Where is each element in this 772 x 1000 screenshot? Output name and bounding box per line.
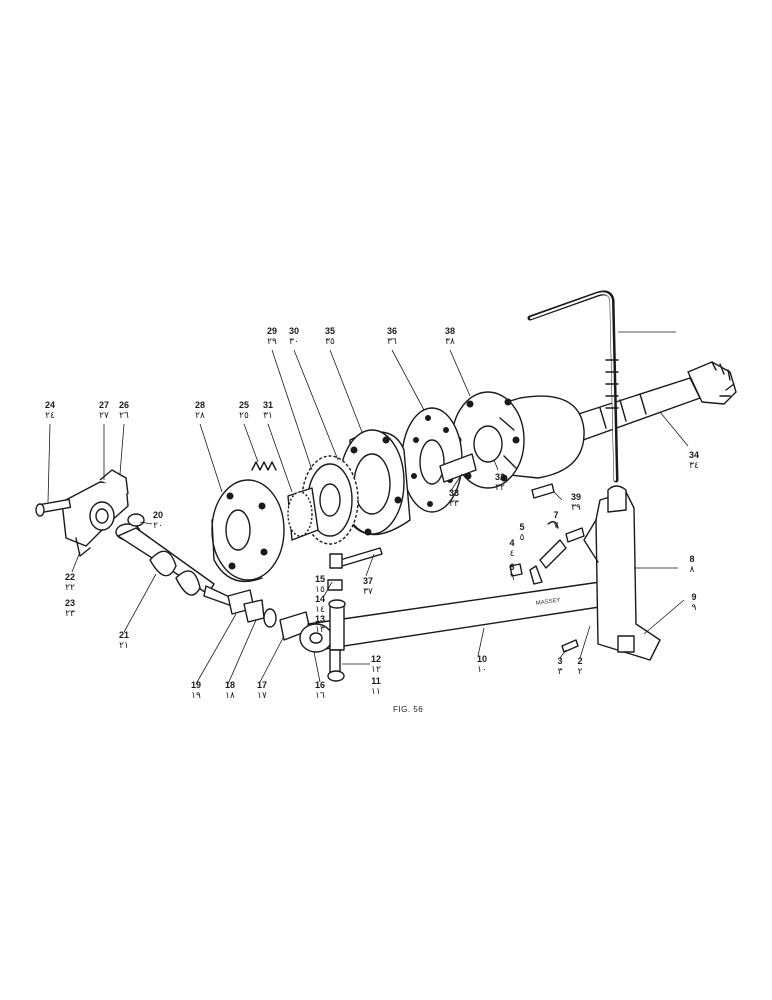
- callout-arabic-2: ٢: [578, 667, 583, 677]
- callout-number-25: 25: [239, 400, 249, 410]
- callout-number-11: 11: [371, 676, 381, 686]
- callout-number-24: 24: [45, 400, 55, 410]
- part-bracket-26-27: [35, 469, 129, 557]
- callout-number-13: 13: [315, 614, 325, 624]
- callout-number-12: 12: [371, 654, 381, 664]
- callout-number-17: 17: [257, 680, 267, 690]
- callout-number-20: 20: [153, 510, 163, 520]
- callout-number-29: 29: [267, 326, 277, 336]
- callout-number-3: 3: [557, 656, 562, 666]
- callout-number-37: 37: [363, 576, 373, 586]
- callout-number-2: 2: [577, 656, 582, 666]
- callout-number-30: 30: [289, 326, 299, 336]
- part-pinion-31: [251, 461, 319, 541]
- callout-number-7: 7: [553, 510, 558, 520]
- callout-number-19: 19: [191, 680, 201, 690]
- callout-number-26: 26: [119, 400, 129, 410]
- callout-arabic-36: ٣٦: [387, 337, 397, 347]
- callout-arabic-33: ٣٣: [449, 499, 459, 509]
- callout-arabic-5: ٥: [520, 533, 525, 543]
- callout-arabic-22: ٢٢: [65, 583, 75, 593]
- callout-arabic-13: ١٣: [315, 625, 325, 635]
- callout-number-35: 35: [325, 326, 335, 336]
- callout-number-28: 28: [195, 400, 205, 410]
- callout-arabic-4: ٤: [510, 549, 515, 559]
- callout-number-6: 6: [509, 562, 514, 572]
- callout-arabic-10: ١٠: [477, 665, 487, 675]
- callout-arabic-12: ١٢: [371, 665, 381, 675]
- callout-number-39: 39: [571, 492, 581, 502]
- leader-lines: [47, 331, 689, 685]
- callout-number-32: 32: [495, 472, 505, 482]
- callout-number-8: 8: [689, 554, 694, 564]
- callout-number-38: 38: [445, 326, 455, 336]
- callout-arabic-34: ٣٤: [689, 461, 699, 471]
- callout-number-5: 5: [519, 522, 524, 532]
- callout-arabic-7: ٧: [554, 521, 559, 531]
- callout-arabic-17: ١٧: [257, 691, 267, 701]
- callout-arabic-32: ٣٢: [495, 483, 505, 493]
- callout-number-33: 33: [449, 488, 459, 498]
- callout-arabic-24: ٢٤: [45, 411, 55, 421]
- part-hub-38: [451, 391, 585, 489]
- callout-arabic-20: ٢٠: [153, 521, 163, 531]
- callout-labels: 24٢٤27٢٧26٢٦28٢٨25٢٥31٣١29٢٩30٣٠35٣٥36٣٦…: [45, 326, 699, 701]
- callout-arabic-39: ٣٩: [571, 503, 581, 513]
- callout-arabic-9: ٩: [692, 603, 697, 613]
- callout-number-15: 15: [315, 574, 325, 584]
- callout-number-22: 22: [65, 572, 75, 582]
- part-worm-shaft-21: [115, 513, 237, 607]
- figure-caption: FIG. 56: [393, 705, 423, 714]
- callout-number-10: 10: [477, 654, 487, 664]
- callout-arabic-27: ٢٧: [99, 411, 109, 421]
- callout-number-34: 34: [689, 450, 699, 460]
- callout-arabic-23: ٢٣: [65, 609, 75, 619]
- callout-arabic-30: ٣٠: [289, 337, 299, 347]
- callout-number-31: 31: [263, 400, 273, 410]
- callout-arabic-16: ١٦: [315, 691, 325, 701]
- part-pedestal-8: [509, 483, 661, 661]
- callout-arabic-15: ١٥: [315, 585, 325, 595]
- part-shaft-lever-34: [527, 290, 737, 483]
- callout-arabic-19: ١٩: [191, 691, 201, 701]
- callout-arabic-35: ٣٥: [325, 337, 335, 347]
- callout-number-36: 36: [387, 326, 397, 336]
- callout-arabic-31: ٣١: [263, 411, 273, 421]
- callout-arabic-6: ٦: [510, 573, 515, 583]
- part-lever-arm-10: MASSEY: [299, 579, 607, 682]
- part-plate-36: [401, 407, 477, 513]
- callout-number-14: 14: [315, 594, 325, 604]
- callout-arabic-29: ٢٩: [267, 337, 277, 347]
- callout-number-4: 4: [509, 538, 514, 548]
- callout-number-16: 16: [315, 680, 325, 690]
- callout-number-23: 23: [65, 598, 75, 608]
- callout-number-27: 27: [99, 400, 109, 410]
- callout-arabic-3: ٣: [558, 667, 563, 677]
- lever-stamp: MASSEY: [535, 598, 561, 607]
- callout-number-21: 21: [119, 630, 129, 640]
- part-disc-28: [211, 479, 285, 583]
- part-block-18-19: [227, 589, 311, 641]
- callout-arabic-18: ١٨: [225, 691, 235, 701]
- callout-number-9: 9: [691, 592, 696, 602]
- callout-arabic-37: ٣٧: [363, 587, 373, 597]
- callout-number-18: 18: [225, 680, 235, 690]
- callout-arabic-8: ٨: [690, 565, 695, 575]
- callout-arabic-28: ٢٨: [195, 411, 205, 421]
- callout-arabic-21: ٢١: [119, 641, 129, 651]
- callout-arabic-26: ٢٦: [119, 411, 129, 421]
- callout-arabic-38: ٣٨: [445, 337, 455, 347]
- callout-arabic-25: ٢٥: [239, 411, 249, 421]
- callout-arabic-14: ١٤: [315, 605, 325, 615]
- callout-arabic-11: ١١: [371, 687, 381, 697]
